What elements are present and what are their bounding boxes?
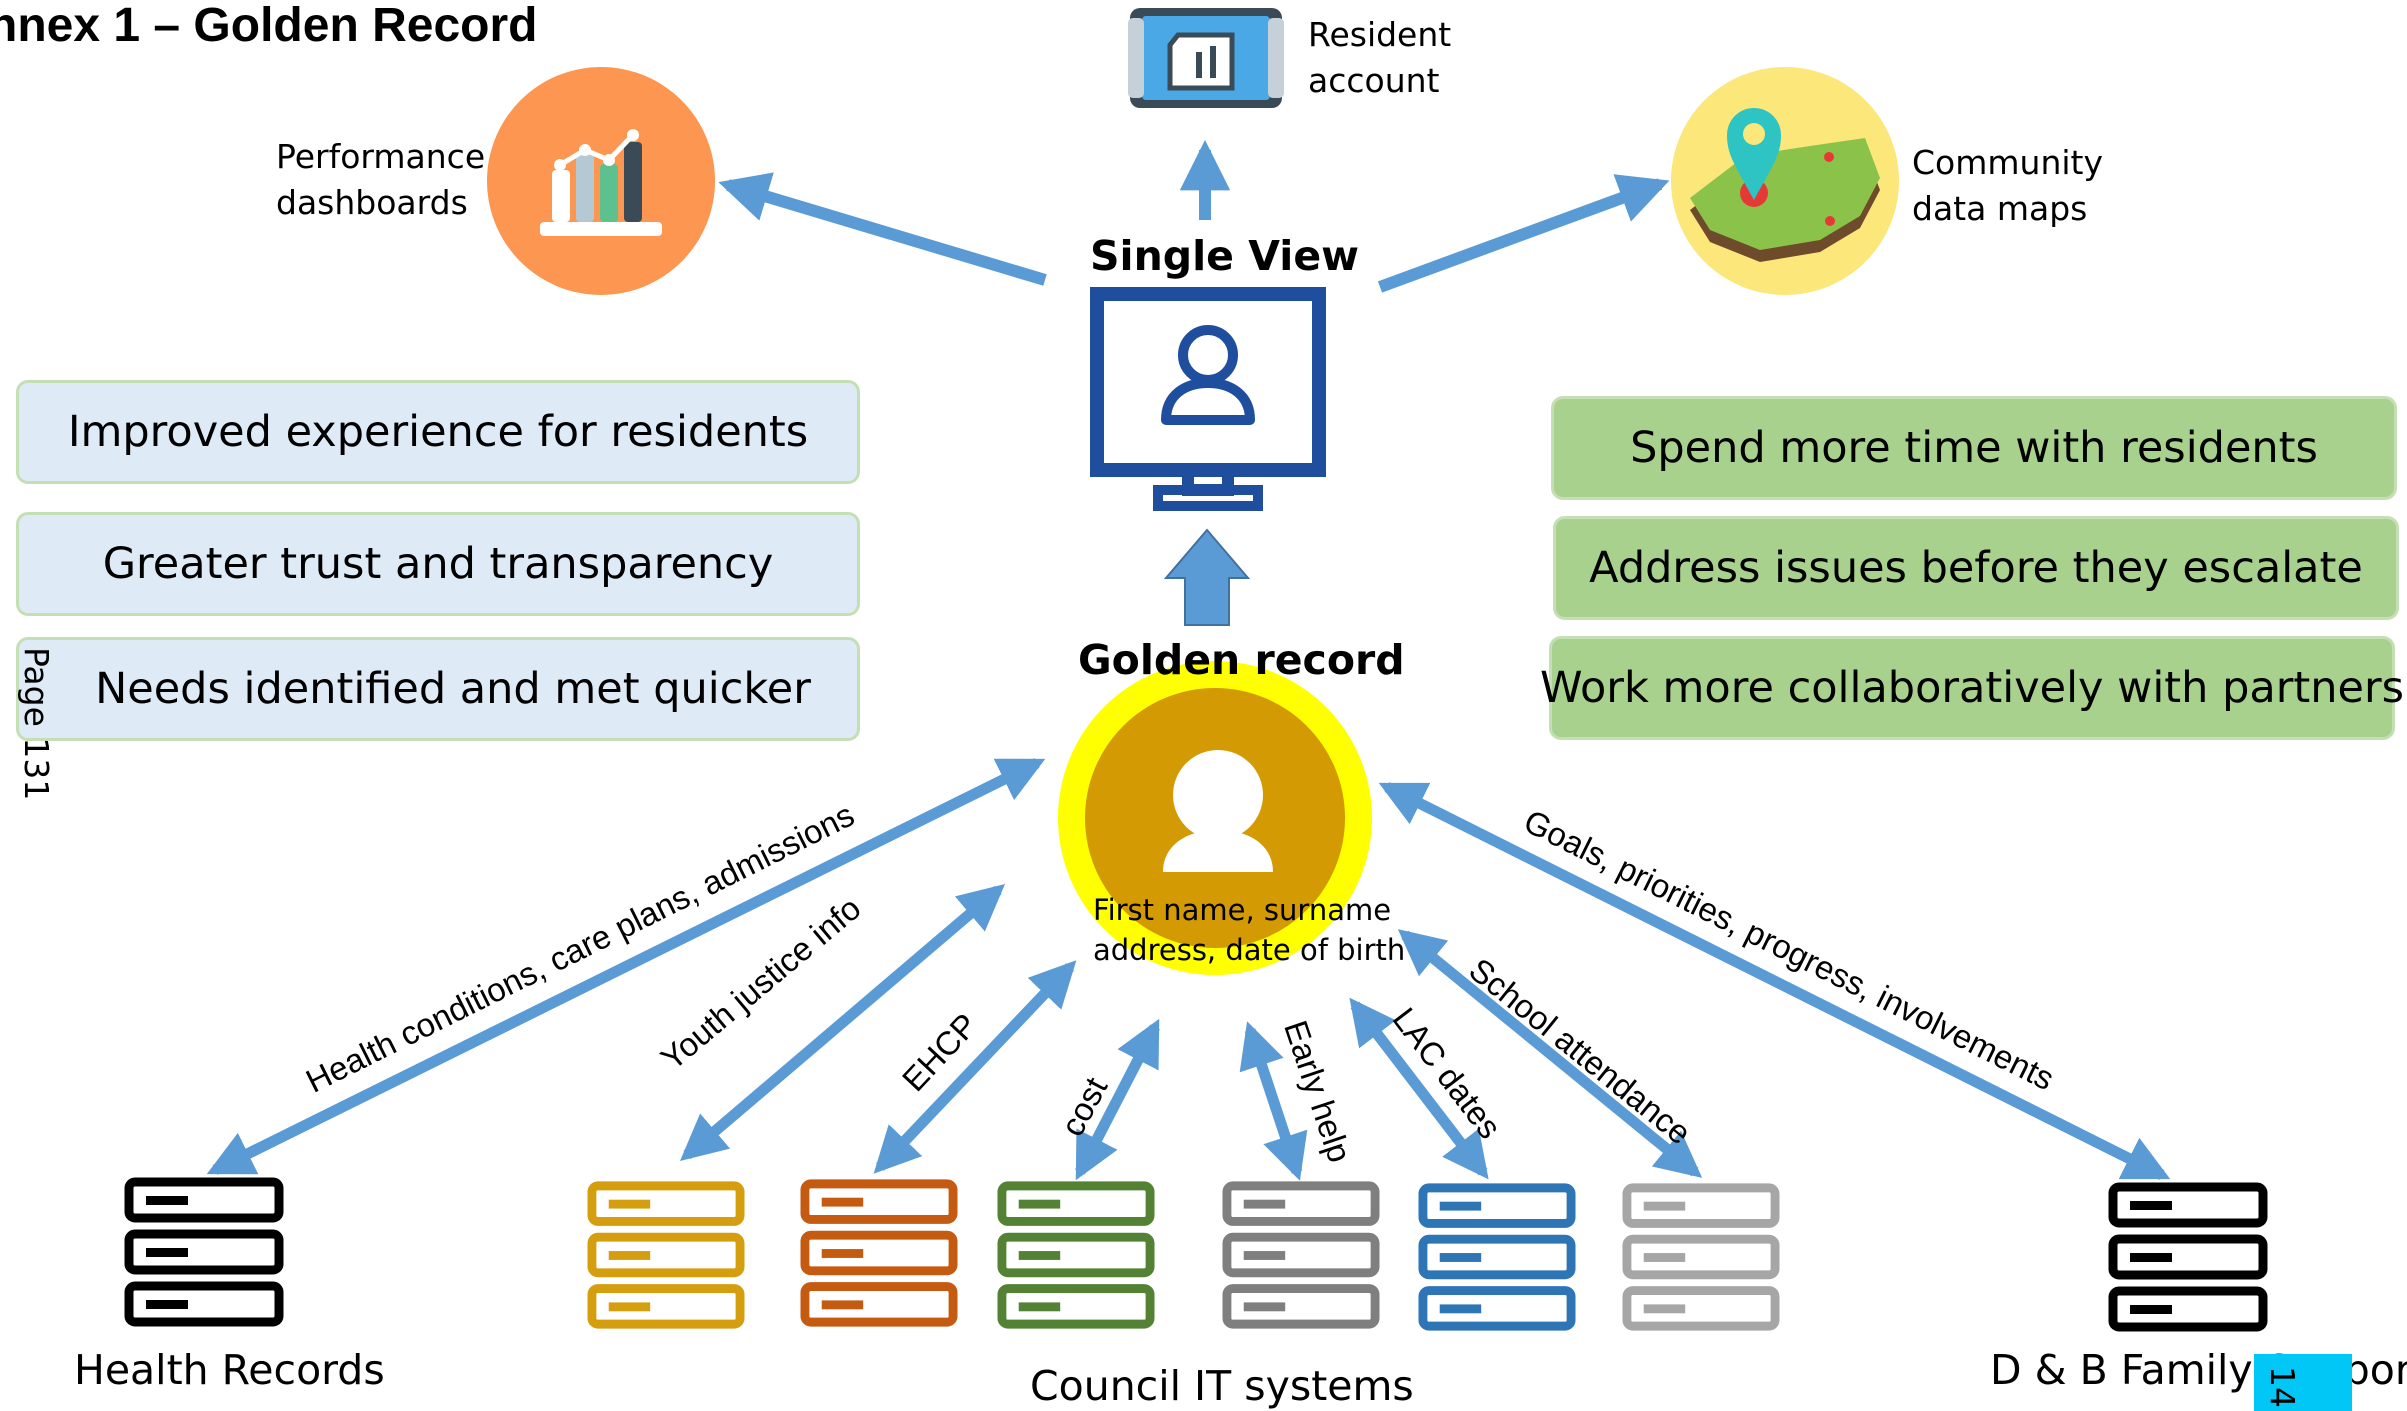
document-icon xyxy=(1128,8,1284,108)
benefit-box-left-1: Improved experience for residents xyxy=(16,380,860,484)
page-label: Page 131 xyxy=(17,647,56,801)
arrow-youth-justice xyxy=(679,884,1006,1161)
server-icon-light xyxy=(1627,1188,1775,1326)
server-icon-grey xyxy=(1227,1186,1375,1324)
server-icon-blue xyxy=(1423,1188,1571,1326)
bar-chart-icon xyxy=(487,67,715,295)
arrow-family-support xyxy=(1378,782,2171,1180)
council-it-label: Council IT systems xyxy=(1030,1362,1414,1410)
arrows-inbound xyxy=(206,758,2171,1181)
server-icon-family xyxy=(2113,1187,2263,1327)
golden-record-line2: address, date of birth xyxy=(1093,933,1406,967)
benefit-box-left-3: Needs identified and met quicker xyxy=(16,637,860,741)
golden-record-heading: Golden record xyxy=(1078,636,1405,684)
community-label: Community data maps xyxy=(1912,140,2103,232)
health-records-label: Health Records xyxy=(74,1346,385,1394)
person-icon xyxy=(1058,661,1372,975)
golden-record-fields: First name, surname address, date of bir… xyxy=(1093,890,1405,970)
server-icon-green xyxy=(1002,1186,1150,1324)
arrow-ehcp xyxy=(873,960,1077,1174)
resident-label-line1: Resident xyxy=(1308,15,1452,54)
single-view-heading: Single View xyxy=(1090,232,1360,280)
page-number: 14 xyxy=(2263,1366,2302,1408)
resident-label: Resident account xyxy=(1308,12,1451,104)
server-icons xyxy=(129,1182,2263,1327)
resident-label-line2: account xyxy=(1308,61,1440,100)
monitor-user-icon xyxy=(1090,287,1326,511)
arrows-outbound xyxy=(718,139,1670,293)
performance-label-line1: Performance xyxy=(276,137,486,176)
arrow-health xyxy=(206,758,1046,1175)
performance-label-line2: dashboards xyxy=(276,183,468,222)
arrow-early-help xyxy=(1239,1021,1308,1181)
performance-label: Performance dashboards xyxy=(276,134,485,226)
arrow-to-community xyxy=(1377,174,1670,293)
community-label-line1: Community xyxy=(1912,143,2103,182)
flow-label-ehcp: EHCP xyxy=(895,1006,985,1098)
page-number-tab: 14 xyxy=(2254,1354,2352,1411)
community-label-line2: data maps xyxy=(1912,189,2088,228)
arrow-golden-to-single-view xyxy=(1163,528,1251,626)
benefit-box-right-1: Spend more time with residents xyxy=(1551,396,2397,500)
benefit-box-right-2: Address issues before they escalate xyxy=(1553,516,2399,620)
benefit-box-right-3: Work more collaboratively with partners xyxy=(1540,636,2404,740)
page-title: nnex 1 – Golden Record xyxy=(0,0,538,52)
golden-record-line1: First name, surname xyxy=(1093,893,1392,927)
benefit-box-left-2: Greater trust and transparency xyxy=(16,512,860,616)
server-icon-orange xyxy=(805,1184,953,1322)
server-icon-gold xyxy=(592,1186,740,1324)
server-icon-health xyxy=(129,1182,279,1322)
arrow-to-performance xyxy=(718,172,1047,286)
flow-label-youth-justice: Youth justice info xyxy=(654,889,868,1077)
arrow-cost xyxy=(1075,1018,1160,1181)
map-pin-icon xyxy=(1671,67,1899,295)
